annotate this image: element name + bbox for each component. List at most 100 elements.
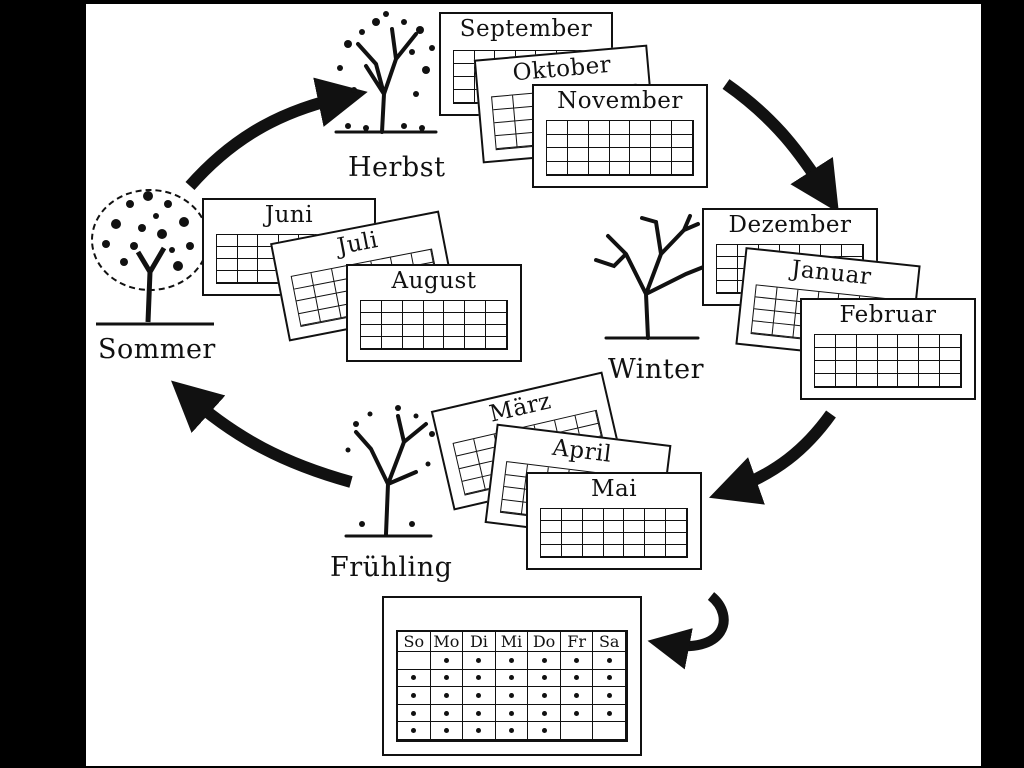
grid-cell bbox=[486, 301, 507, 313]
grid-cell bbox=[423, 325, 445, 337]
grid-cell bbox=[561, 533, 583, 545]
grid-cell bbox=[567, 121, 589, 135]
day-cell bbox=[430, 704, 464, 723]
calendar-august: August bbox=[346, 264, 522, 362]
grid-cell bbox=[454, 51, 475, 64]
day-cell bbox=[463, 722, 496, 740]
grid-cell bbox=[588, 161, 610, 175]
day-dot bbox=[574, 675, 580, 681]
day-dot bbox=[443, 728, 449, 734]
grid-cell bbox=[940, 335, 961, 348]
day-cell bbox=[495, 687, 529, 705]
day-dot bbox=[476, 692, 482, 698]
grid-cell bbox=[486, 313, 507, 325]
grid-cell bbox=[666, 509, 687, 521]
day-cell bbox=[495, 669, 529, 688]
grid-cell bbox=[541, 521, 562, 533]
grid-cell bbox=[501, 499, 524, 515]
day-cell bbox=[528, 687, 561, 705]
day-dot bbox=[508, 692, 514, 698]
arrow-to-week-calendar bbox=[647, 592, 729, 670]
grid-cell bbox=[651, 134, 673, 148]
seasons-diagram: Herbst Winter Frühling Sommer September … bbox=[86, 4, 981, 766]
grid-cell bbox=[624, 509, 646, 521]
day-dot bbox=[508, 657, 514, 663]
day-dot bbox=[541, 728, 547, 734]
calendar-november: November bbox=[532, 84, 708, 188]
grid-cell bbox=[423, 337, 445, 349]
day-dot bbox=[411, 728, 417, 734]
grid-cell bbox=[717, 269, 738, 281]
grid-cell bbox=[454, 77, 475, 90]
grid-cell bbox=[717, 281, 738, 293]
month-grid bbox=[360, 300, 508, 350]
day-cell bbox=[560, 722, 594, 740]
weekday-header: Sa bbox=[593, 632, 626, 652]
grid-cell bbox=[624, 533, 646, 545]
grid-cell bbox=[465, 337, 487, 349]
grid-cell bbox=[630, 161, 652, 175]
grid-cell bbox=[381, 337, 403, 349]
grid-cell bbox=[237, 259, 259, 271]
day-cell bbox=[495, 722, 529, 740]
day-dot bbox=[574, 692, 580, 698]
grid-cell bbox=[666, 545, 687, 557]
day-cell bbox=[430, 722, 464, 740]
grid-cell bbox=[402, 301, 424, 313]
grid-cell bbox=[582, 533, 604, 545]
grid-cell bbox=[815, 348, 836, 361]
month-title: September bbox=[459, 16, 593, 42]
grid-cell bbox=[609, 121, 631, 135]
grid-cell bbox=[567, 161, 589, 175]
day-dot bbox=[476, 675, 482, 681]
month-title: Dezember bbox=[728, 212, 852, 238]
arrow-autumn-to-winter bbox=[722, 79, 839, 213]
day-dot bbox=[476, 710, 482, 716]
grid-cell bbox=[877, 335, 899, 348]
day-cell bbox=[398, 704, 431, 723]
grid-cell bbox=[630, 134, 652, 148]
arrow-winter-to-spring bbox=[708, 410, 836, 505]
month-grid bbox=[546, 120, 694, 176]
calendar-mai: Mai bbox=[526, 472, 702, 570]
grid-cell bbox=[856, 348, 878, 361]
grid-cell bbox=[381, 301, 403, 313]
day-dot bbox=[443, 657, 449, 663]
day-cell bbox=[430, 669, 464, 688]
grid-cell bbox=[672, 134, 693, 148]
grid-cell bbox=[624, 521, 646, 533]
weekday-header: Di bbox=[463, 632, 496, 652]
weekday-header: Do bbox=[528, 632, 561, 652]
grid-cell bbox=[588, 134, 610, 148]
month-grid bbox=[814, 334, 962, 388]
grid-cell bbox=[672, 161, 693, 175]
day-dot bbox=[476, 728, 482, 734]
day-dot bbox=[541, 710, 547, 716]
grid-cell bbox=[423, 313, 445, 325]
day-dot bbox=[411, 692, 417, 698]
grid-cell bbox=[444, 325, 466, 337]
grid-cell bbox=[940, 374, 961, 387]
grid-cell bbox=[815, 335, 836, 348]
day-cell bbox=[593, 669, 626, 688]
grid-cell bbox=[877, 361, 899, 374]
day-dot bbox=[508, 710, 514, 716]
day-dot bbox=[411, 675, 417, 681]
grid-cell bbox=[856, 374, 878, 387]
grid-cell bbox=[381, 313, 403, 325]
grid-cell bbox=[717, 257, 738, 269]
day-cell bbox=[495, 652, 529, 670]
grid-cell bbox=[541, 545, 562, 557]
grid-cell bbox=[454, 90, 475, 103]
grid-cell bbox=[298, 309, 322, 326]
grid-cell bbox=[651, 121, 673, 135]
grid-cell bbox=[402, 313, 424, 325]
day-cell bbox=[495, 704, 529, 723]
day-dot bbox=[606, 675, 612, 681]
grid-cell bbox=[567, 148, 589, 162]
grid-cell bbox=[444, 313, 466, 325]
day-dot bbox=[508, 675, 514, 681]
grid-cell bbox=[919, 335, 941, 348]
arrows-and-trees bbox=[91, 11, 839, 670]
